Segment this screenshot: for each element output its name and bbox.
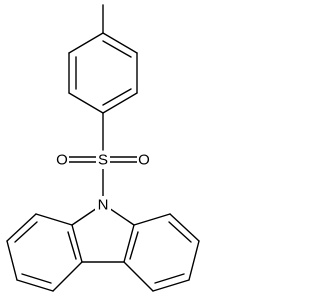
nitrogen-atom-label: N	[98, 197, 109, 214]
sulfur-label-bg	[96, 151, 110, 169]
atom-labels: S O O N	[55, 151, 151, 214]
right-ring-bond-2	[169, 213, 200, 242]
tolyl-bond-6	[68, 32, 104, 54]
right-ring-bond-4-inner	[154, 273, 185, 284]
left-ring-bond-4	[16, 279, 54, 292]
right-ring-bond-1	[133, 213, 171, 226]
oxygen-left-atom-label: O	[56, 152, 68, 169]
tolyl-bond-1-inner	[102, 40, 132, 58]
left-ring-bond-2	[6, 213, 37, 242]
tolyl-bond-1	[102, 32, 138, 54]
tolyl-ring	[68, 32, 138, 114]
sulfur-atom-label: S	[98, 152, 108, 169]
right-ring-bond-5	[123, 261, 154, 292]
carbazole-right-benzene-ring	[123, 213, 200, 292]
molecule-structure-diagram: S O O N	[6, 4, 200, 292]
bond-c9a-c4a	[71, 224, 83, 263]
left-ring-bond-5	[52, 261, 83, 292]
right-ring-bond-2-inner	[168, 221, 192, 243]
oxygen-left-label-bg	[55, 151, 69, 169]
tolyl-bond-3	[102, 92, 138, 114]
right-ring-bond-6-inner	[129, 231, 139, 260]
left-ring-bond-4-inner	[21, 273, 52, 284]
carbazole-left-benzene-ring	[6, 213, 83, 292]
tolyl-bond-4	[68, 92, 104, 114]
left-ring-bond-2-inner	[14, 221, 38, 243]
left-ring-bond-3	[6, 240, 18, 281]
bond-c8a-c4b	[123, 224, 135, 263]
left-ring-bond-6-inner	[67, 231, 77, 260]
oxygen-right-atom-label: O	[138, 152, 150, 169]
right-ring-bond-3	[188, 240, 200, 281]
oxygen-right-label-bg	[137, 151, 151, 169]
right-ring-bond-4	[152, 279, 190, 292]
sulfonyl-group	[68, 112, 138, 198]
left-ring-bond-1	[35, 213, 73, 226]
tolyl-bond-3-inner	[102, 88, 132, 106]
nitrogen-label-bg	[95, 196, 111, 214]
